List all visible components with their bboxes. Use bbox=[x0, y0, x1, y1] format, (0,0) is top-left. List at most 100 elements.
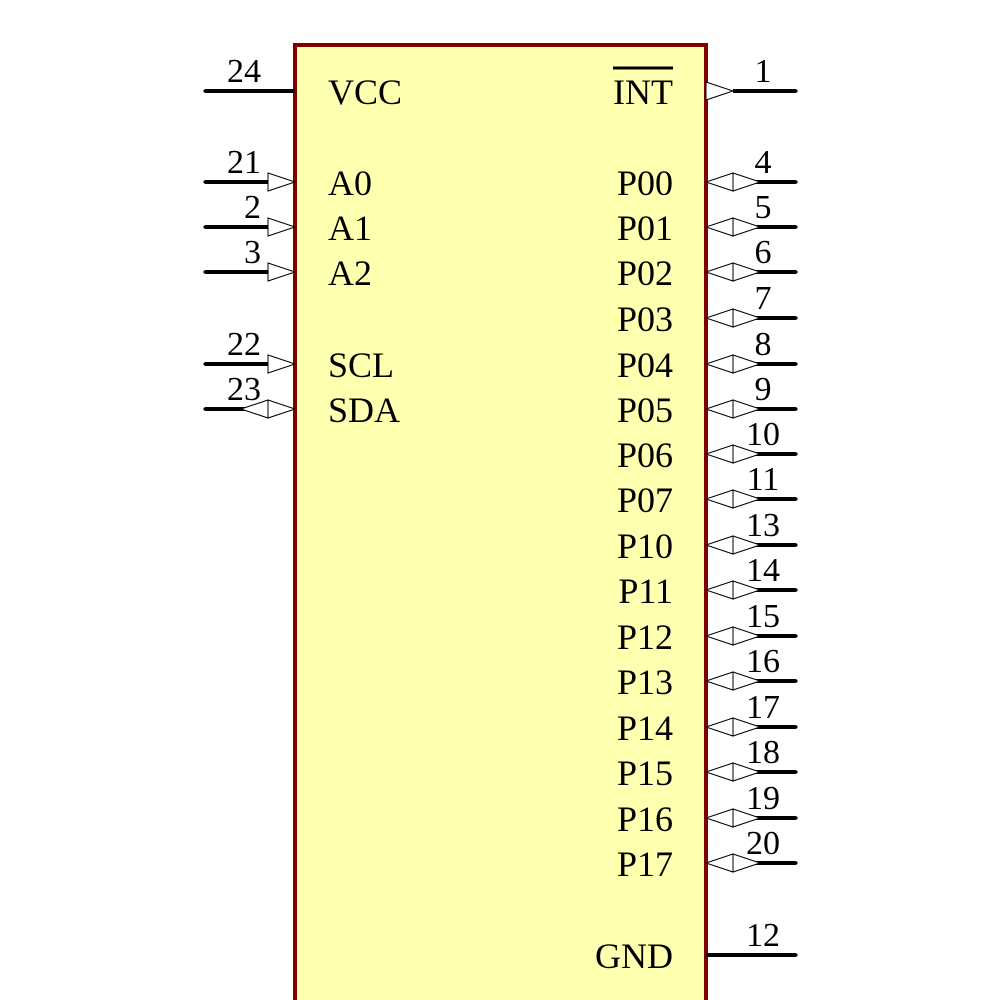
pin-end-p03 bbox=[794, 316, 798, 320]
pin-output-arrow-p06 bbox=[704, 444, 734, 464]
pin-output-arrow-p04 bbox=[704, 354, 734, 374]
pin-input-arrow-p17 bbox=[732, 853, 762, 873]
pin-end-int bbox=[794, 89, 798, 93]
pin-input-arrow-p05 bbox=[732, 399, 762, 419]
pin-output-arrow-p00 bbox=[704, 172, 734, 192]
pin-number-a0: 21 bbox=[227, 144, 261, 181]
pin-end-p00 bbox=[794, 180, 798, 184]
pin-number-gnd: 12 bbox=[746, 917, 780, 954]
pin-end-p01 bbox=[794, 225, 798, 229]
pin-output-arrow-p16 bbox=[704, 808, 734, 828]
pin-number-p11: 14 bbox=[746, 552, 780, 589]
pin-number-p10: 13 bbox=[746, 507, 780, 544]
pin-output-arrow-int bbox=[705, 81, 735, 101]
pin-name-p01: P01 bbox=[617, 208, 673, 248]
pin-name-p14: P14 bbox=[617, 708, 673, 748]
pin-input-arrow-p07 bbox=[732, 489, 762, 509]
pin-input-arrow-p00 bbox=[732, 172, 762, 192]
pin-output-arrow-p14 bbox=[704, 717, 734, 737]
pin-input-arrow-p03 bbox=[732, 308, 762, 328]
pin-end-p14 bbox=[794, 725, 798, 729]
pin-name-int: INT bbox=[613, 72, 673, 112]
pin-input-arrow-p13 bbox=[732, 671, 762, 691]
pin-end-a0 bbox=[203, 180, 207, 184]
pin-name-p03: P03 bbox=[617, 299, 673, 339]
pin-name-p15: P15 bbox=[617, 753, 673, 793]
pin-end-p02 bbox=[794, 270, 798, 274]
pin-name-p04: P04 bbox=[617, 345, 673, 385]
pin-number-p13: 16 bbox=[746, 643, 780, 680]
pin-name-p07: P07 bbox=[617, 480, 673, 520]
pin-output-arrow-p02 bbox=[704, 262, 734, 282]
pin-name-p06: P06 bbox=[617, 435, 673, 475]
pin-number-p16: 19 bbox=[746, 780, 780, 817]
pin-number-p01: 5 bbox=[755, 189, 772, 226]
pin-number-a2: 3 bbox=[244, 234, 261, 271]
pin-output-arrow-p15 bbox=[704, 762, 734, 782]
pin-name-a1: A1 bbox=[328, 208, 372, 248]
pin-name-vcc: VCC bbox=[328, 72, 402, 112]
pins-layer: 24VCC21A02A13A222SCL23SDA1INT4P005P016P0… bbox=[203, 53, 798, 976]
pin-end-p17 bbox=[794, 861, 798, 865]
pin-output-arrow-p12 bbox=[704, 626, 734, 646]
pin-number-p00: 4 bbox=[755, 144, 772, 181]
pin-end-p15 bbox=[794, 770, 798, 774]
pin-number-p12: 15 bbox=[746, 598, 780, 635]
pin-number-sda: 23 bbox=[227, 371, 261, 408]
pin-number-p03: 7 bbox=[755, 280, 772, 317]
pin-name-p10: P10 bbox=[617, 526, 673, 566]
pin-end-p04 bbox=[794, 362, 798, 366]
pin-number-p14: 17 bbox=[746, 689, 780, 726]
pin-output-arrow-sda bbox=[239, 399, 269, 419]
pin-output-arrow-p13 bbox=[704, 671, 734, 691]
pin-input-arrow-sda bbox=[267, 399, 297, 419]
pin-number-p07: 11 bbox=[747, 461, 780, 498]
pin-input-arrow-p01 bbox=[732, 217, 762, 237]
pin-output-arrow-p17 bbox=[704, 853, 734, 873]
pin-input-arrow-p15 bbox=[732, 762, 762, 782]
pin-input-arrow-p16 bbox=[732, 808, 762, 828]
pin-name-p12: P12 bbox=[617, 617, 673, 657]
pin-input-arrow-p02 bbox=[732, 262, 762, 282]
pin-output-arrow-p05 bbox=[704, 399, 734, 419]
pin-input-arrow-a2 bbox=[267, 262, 297, 282]
pin-end-p16 bbox=[794, 816, 798, 820]
pin-end-sda bbox=[203, 407, 207, 411]
pin-name-p11: P11 bbox=[618, 571, 673, 611]
pin-end-p07 bbox=[794, 497, 798, 501]
pin-input-arrow-p14 bbox=[732, 717, 762, 737]
pin-input-arrow-p11 bbox=[732, 580, 762, 600]
pin-output-arrow-p01 bbox=[704, 217, 734, 237]
pin-end-vcc bbox=[203, 89, 207, 93]
pin-end-scl bbox=[203, 362, 207, 366]
pin-number-p17: 20 bbox=[746, 825, 780, 862]
pin-name-p02: P02 bbox=[617, 253, 673, 293]
pin-number-p06: 10 bbox=[746, 416, 780, 453]
pin-number-p02: 6 bbox=[755, 234, 772, 271]
pin-name-a2: A2 bbox=[328, 253, 372, 293]
pin-name-gnd: GND bbox=[595, 936, 673, 976]
pin-end-gnd bbox=[794, 953, 798, 957]
pin-end-p10 bbox=[794, 543, 798, 547]
pin-input-arrow-scl bbox=[267, 354, 297, 374]
pin-end-p12 bbox=[794, 634, 798, 638]
pin-input-arrow-a1 bbox=[267, 217, 297, 237]
pin-input-arrow-p12 bbox=[732, 626, 762, 646]
pin-number-a1: 2 bbox=[244, 189, 261, 226]
pin-input-arrow-p10 bbox=[732, 535, 762, 555]
pin-number-p04: 8 bbox=[755, 326, 772, 363]
pin-input-arrow-a0 bbox=[267, 172, 297, 192]
ic-body bbox=[293, 43, 708, 1000]
pin-end-a1 bbox=[203, 225, 207, 229]
pin-number-int: 1 bbox=[755, 53, 772, 90]
pin-number-p05: 9 bbox=[755, 371, 772, 408]
pin-output-arrow-p03 bbox=[704, 308, 734, 328]
pin-output-arrow-p11 bbox=[704, 580, 734, 600]
pin-end-p13 bbox=[794, 679, 798, 683]
pin-input-arrow-p06 bbox=[732, 444, 762, 464]
pin-end-p11 bbox=[794, 588, 798, 592]
pin-name-a0: A0 bbox=[328, 163, 372, 203]
pin-name-sda: SDA bbox=[328, 390, 400, 430]
pin-end-a2 bbox=[203, 270, 207, 274]
